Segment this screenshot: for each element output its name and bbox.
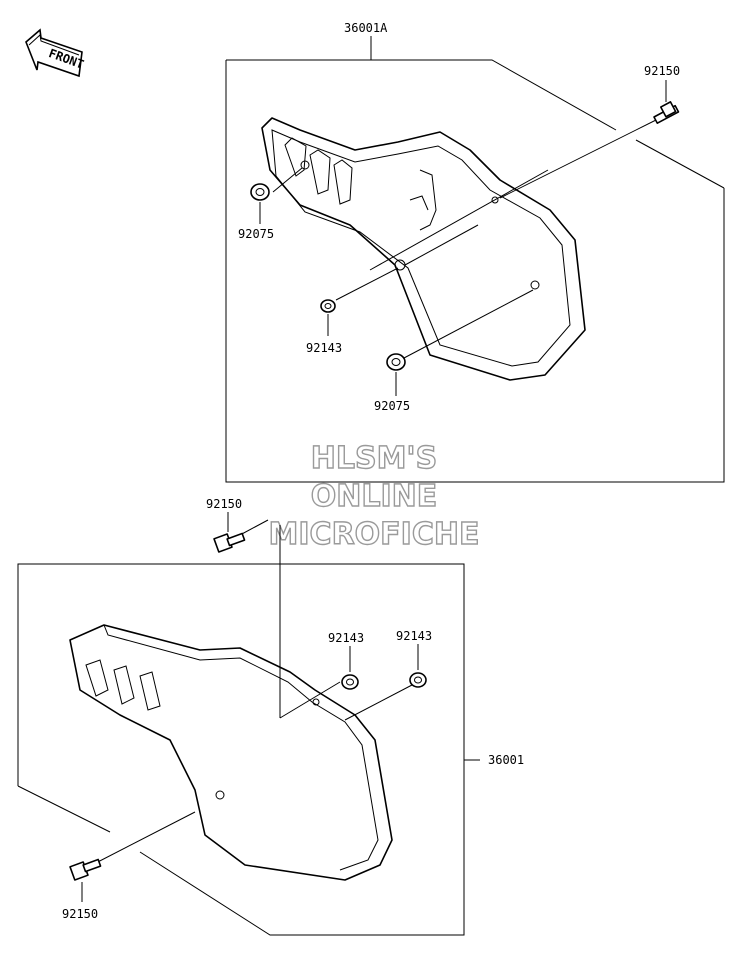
upper-leader-lines (272, 119, 657, 359)
lower-bolt-bottom-icon (69, 858, 102, 881)
label-92143-left: 92143 (328, 631, 364, 645)
lower-collar-left-icon (341, 674, 359, 690)
front-arrow-icon: FRONT (25, 28, 86, 78)
label-92143-upper: 92143 (306, 341, 342, 355)
label-92143-right: 92143 (396, 629, 432, 643)
lower-group-box (17, 563, 480, 936)
label-92075-upper: 92075 (238, 227, 274, 241)
label-92150-top: 92150 (644, 64, 680, 78)
lower-collar-right-icon (409, 672, 427, 688)
upper-collar-icon (320, 299, 336, 313)
watermark-line2: ONLINE (311, 479, 438, 514)
lower-grommet-icon (386, 353, 406, 371)
watermark-line3: MICROFICHE (269, 517, 480, 552)
lower-bolt-top-icon (213, 532, 246, 553)
upper-side-cover (261, 117, 586, 381)
watermark: HLSM'S ONLINE MICROFICHE (268, 440, 480, 552)
lower-side-cover (69, 624, 393, 881)
label-36001: 36001 (488, 753, 524, 767)
label-92150-bottom: 92150 (62, 907, 98, 921)
label-92150-mid: 92150 (206, 497, 242, 511)
lower-leader-lines (89, 519, 413, 867)
label-36001A: 36001A (344, 21, 388, 35)
upper-bolt-icon (653, 101, 680, 124)
upper-group-box (225, 36, 725, 483)
upper-grommet-icon (250, 183, 270, 201)
label-92075-lower: 92075 (374, 399, 410, 413)
watermark-line1: HLSM'S (311, 441, 437, 476)
